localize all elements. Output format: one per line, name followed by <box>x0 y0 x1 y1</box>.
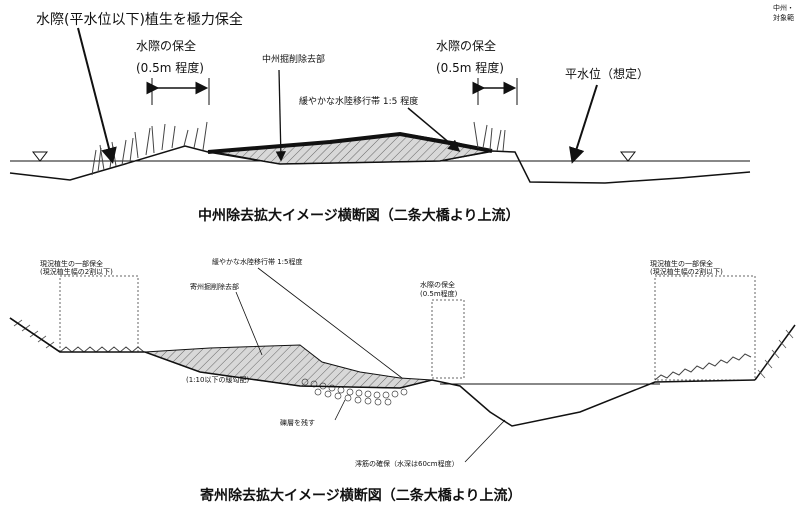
label-veg-left-2: (現況植生幅の2割以下) <box>40 267 113 276</box>
label-slope-bottom: 緩やかな水陸移行帯 1:5程度 <box>212 257 303 266</box>
label-margin-bottom-1: 水際の保全 <box>420 280 455 289</box>
leader-water-level <box>569 84 598 164</box>
right-embankment <box>754 324 796 381</box>
label-margin-left-2: (0.5m 程度) <box>136 60 204 75</box>
water-level-marker-left <box>31 151 49 162</box>
label-deep-channel: 澪筋の確保（水深は60cm程度） <box>355 459 459 468</box>
bottom-caption: 寄州除去拡大イメージ横断図（二条大橋より上流） <box>200 487 521 504</box>
leader-cut-bottom <box>235 291 263 356</box>
top-cross-section: 水際(平水位以下)植生を極力保全 水際の保全 (0.5m 程度) 中州掘削除去部… <box>9 11 751 224</box>
leader-gravel <box>334 399 346 421</box>
top-caption: 中州除去拡大イメージ横断図（二条大橋より上流） <box>198 207 519 224</box>
top-vegetation-left <box>91 121 208 176</box>
label-cut-bottom: 寄州掘削除去部 <box>190 282 239 291</box>
label-waterline-vegetation: 水際(平水位以下)植生を極力保全 <box>36 11 243 28</box>
top-bar-surface <box>207 131 493 154</box>
right-embankment-hatch <box>757 329 794 379</box>
label-margin-right-1: 水際の保全 <box>436 38 496 53</box>
leader-cut <box>275 69 287 162</box>
top-ground-profile <box>9 145 751 184</box>
veg-left <box>59 346 145 353</box>
veg-box-left <box>59 275 139 353</box>
bottom-cross-section: 現況植生の一部保全 (現況植生幅の2割以下) 緩やかな水陸移行帯 1:5程度 寄… <box>9 257 796 504</box>
label-margin-left-1: 水際の保全 <box>136 38 196 53</box>
leader-slope-bottom <box>257 267 403 379</box>
label-veg-right-2: (現況植生幅の2割以下) <box>650 267 723 276</box>
veg-right <box>654 353 752 381</box>
corner-note-line1: 中州・ <box>773 3 794 12</box>
label-water-level: 平水位（想定） <box>565 66 649 81</box>
leader-deep <box>464 419 506 463</box>
leader-waterline-veg <box>77 27 117 164</box>
margin-box <box>431 299 465 379</box>
label-gentle-slope: (1:10以下の緩勾配) <box>186 375 249 384</box>
leader-slope <box>407 107 461 152</box>
label-slope-top: 緩やかな水陸移行帯 1:5 程度 <box>299 95 418 107</box>
label-veg-left-1: 現況植生の一部保全 <box>40 259 103 268</box>
water-level-marker-right <box>619 151 637 162</box>
bottom-ground-profile <box>9 317 756 427</box>
corner-note-line2: 対象範 <box>773 13 794 22</box>
label-cut-top: 中州掘削除去部 <box>262 53 325 65</box>
label-veg-right-1: 現況植生の一部保全 <box>650 259 713 268</box>
label-margin-bottom-2: (0.5m程度) <box>420 289 458 298</box>
label-gravel: 礫層を残す <box>280 418 315 427</box>
veg-box-right <box>654 275 756 381</box>
label-margin-right-2: (0.5m 程度) <box>436 60 504 75</box>
top-vegetation-right <box>473 121 506 152</box>
